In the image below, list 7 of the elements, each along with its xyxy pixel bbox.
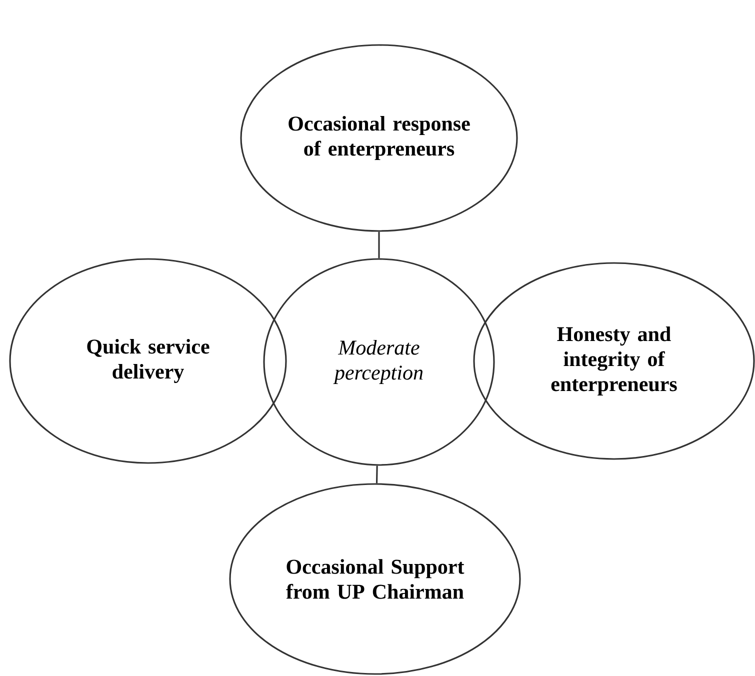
ellipse-node: Occasional response of enterpreneurs — [240, 44, 518, 232]
ellipse-node: Occasional Support from UP Chairman — [229, 483, 521, 675]
connector-line — [376, 466, 378, 484]
ellipse-node: Moderate perception — [263, 258, 495, 466]
ellipse-node: Honesty and integrity of enterpreneurs — [473, 262, 755, 460]
ellipse-node: Quick service delivery — [9, 258, 287, 464]
connector-line — [378, 232, 380, 258]
